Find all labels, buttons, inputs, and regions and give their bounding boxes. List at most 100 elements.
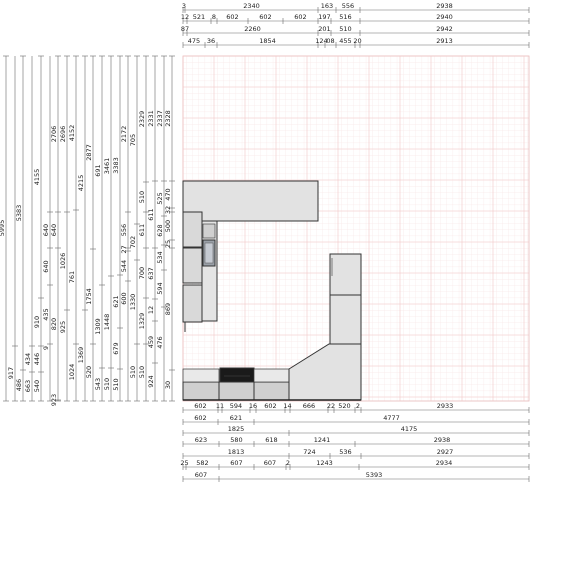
bottom-dimension-label: 602 bbox=[194, 402, 206, 410]
bottom-dimension-label: 1243 bbox=[316, 459, 333, 467]
bottom-dimension-label: 2938 bbox=[434, 436, 451, 444]
left-dimension-label: 459 bbox=[147, 336, 155, 348]
base-cabinet-oven[interactable] bbox=[218, 381, 255, 401]
left-dimension-label: 5995 bbox=[0, 220, 6, 237]
top-dimension-label: 12 bbox=[181, 13, 189, 21]
countertop-left[interactable] bbox=[182, 368, 220, 383]
top-dimension-label: 516 bbox=[339, 13, 351, 21]
bottom-dimension-label: 16 bbox=[249, 402, 257, 410]
left-dimension-label: 640 bbox=[50, 224, 58, 236]
left-dimension-label: 2696 bbox=[59, 126, 67, 143]
top-dimension-label: 1854 bbox=[259, 37, 276, 45]
right-wall-cabinet-upper[interactable] bbox=[329, 253, 362, 296]
left-dimension-label: 663 bbox=[24, 380, 32, 392]
left-dimension-label: 910 bbox=[33, 316, 41, 328]
bottom-dimension-label: 666 bbox=[303, 402, 315, 410]
bottom-dimension-label: 2927 bbox=[437, 448, 454, 456]
corner-counter-diagonal[interactable] bbox=[288, 343, 362, 401]
top-dimension-label: 455 bbox=[339, 37, 351, 45]
top-dimension-label: 8 bbox=[212, 13, 216, 21]
left-dimension-label: 917 bbox=[7, 367, 15, 379]
bottom-dimension-label: 602 bbox=[264, 402, 276, 410]
top-dimension-label: 197 bbox=[318, 13, 330, 21]
left-wall-cabinet-1[interactable] bbox=[182, 211, 203, 248]
left-dimension-label: 3383 bbox=[112, 157, 120, 174]
left-wall-cabinet-3[interactable] bbox=[182, 284, 203, 323]
left-dimension-label: 611 bbox=[147, 208, 155, 220]
top-dimension-label: 3 bbox=[182, 2, 186, 10]
bottom-dimension-label: 5393 bbox=[366, 471, 383, 479]
bottom-dimension-label: 724 bbox=[303, 448, 315, 456]
left-dimension-label: 761 bbox=[68, 271, 76, 283]
left-dimension-label: 628 bbox=[156, 224, 164, 236]
base-cabinet-left[interactable] bbox=[182, 381, 220, 401]
floor-grid bbox=[182, 55, 530, 402]
left-dimension-label: 2877 bbox=[85, 144, 93, 161]
left-dimension-label: 510 bbox=[138, 191, 146, 203]
bottom-dimension-label: 1241 bbox=[314, 436, 331, 444]
left-dimension-label: 702 bbox=[129, 236, 137, 248]
top-dimension-label: 201 bbox=[318, 25, 330, 33]
left-dimension-label: 924 bbox=[147, 375, 155, 387]
left-dimension-label: 520 bbox=[85, 366, 93, 378]
bottom-dimension-label: 4175 bbox=[401, 425, 418, 433]
left-dimension-label: 12 bbox=[147, 306, 155, 314]
right-wall-cabinet-lower[interactable] bbox=[329, 294, 362, 345]
bottom-dimension-label: 22 bbox=[327, 402, 335, 410]
top-dimension-label: 521 bbox=[193, 13, 205, 21]
bottom-dimension-label: 520 bbox=[338, 402, 350, 410]
left-dimension-label: 679 bbox=[112, 342, 120, 354]
left-dimension-label: 534 bbox=[156, 251, 164, 263]
left-dimension-label: 434 bbox=[24, 353, 32, 365]
top-dimension-label: 602 bbox=[294, 13, 306, 21]
left-dimension-label: 544 bbox=[120, 260, 128, 272]
left-dimension-label: 5383 bbox=[15, 205, 23, 222]
top-dimension-label: 2260 bbox=[244, 25, 261, 33]
left-dimension-label: 1329 bbox=[138, 313, 146, 330]
kitchen-cabinets bbox=[182, 180, 362, 401]
top-dimension-label: 556 bbox=[342, 2, 354, 10]
left-dimension-label: 556 bbox=[120, 224, 128, 236]
cooktop[interactable] bbox=[219, 367, 255, 383]
left-dimension-label: 4215 bbox=[77, 175, 85, 192]
left-dimension-label: 2328 bbox=[164, 110, 172, 127]
top-dimension-label: 602 bbox=[259, 13, 271, 21]
left-dimension-label: 691 bbox=[94, 164, 102, 176]
top-dimension-label: 2940 bbox=[436, 13, 453, 21]
left-dimension-label: 470 bbox=[164, 188, 172, 200]
left-dimension-label: 510 bbox=[112, 378, 120, 390]
top-dimension-label: 124 bbox=[315, 37, 327, 45]
left-wall-cabinet-2[interactable] bbox=[182, 247, 203, 284]
left-dimension-label: 476 bbox=[156, 336, 164, 348]
base-cabinet-right[interactable] bbox=[253, 381, 290, 401]
left-dimension-label: 543 bbox=[94, 378, 102, 390]
bottom-dimension-label: 618 bbox=[265, 436, 277, 444]
upper-countertop-block[interactable] bbox=[182, 180, 319, 222]
top-dimension-label: 602 bbox=[226, 13, 238, 21]
bottom-dimension-label: 4777 bbox=[383, 414, 400, 422]
left-dimension-label: 2329 bbox=[138, 111, 146, 128]
left-small-cabinet[interactable] bbox=[202, 223, 216, 239]
top-dimension-label: 08 bbox=[326, 37, 334, 45]
top-dimension-label: 20 bbox=[353, 37, 361, 45]
left-dimension-label: 640 bbox=[42, 260, 50, 272]
left-dimension-label: 500 bbox=[164, 220, 172, 232]
left-dimension-label: 3461 bbox=[103, 158, 111, 175]
left-dimension-label: 27 bbox=[120, 245, 128, 253]
top-dimension-label: 87 bbox=[181, 25, 189, 33]
bottom-dimension-label: 582 bbox=[196, 459, 208, 467]
left-dimension-label: 9 bbox=[42, 346, 50, 350]
left-dimension-label: 923 bbox=[50, 394, 58, 406]
bottom-dimension-label: 623 bbox=[195, 436, 207, 444]
left-dimension-label: 525 bbox=[156, 192, 164, 204]
left-dimension-label: 486 bbox=[15, 379, 23, 391]
bottom-dimension-label: 536 bbox=[339, 448, 351, 456]
top-dimension-label: 36 bbox=[207, 37, 215, 45]
left-dimension-label: 637 bbox=[147, 267, 155, 279]
left-dimension-label: 1369 bbox=[77, 347, 85, 364]
countertop-right[interactable] bbox=[253, 368, 290, 383]
top-dimension-label: 510 bbox=[339, 25, 351, 33]
bottom-dimension-label: 602 bbox=[194, 414, 206, 422]
bottom-dimension-label: 2934 bbox=[436, 459, 453, 467]
